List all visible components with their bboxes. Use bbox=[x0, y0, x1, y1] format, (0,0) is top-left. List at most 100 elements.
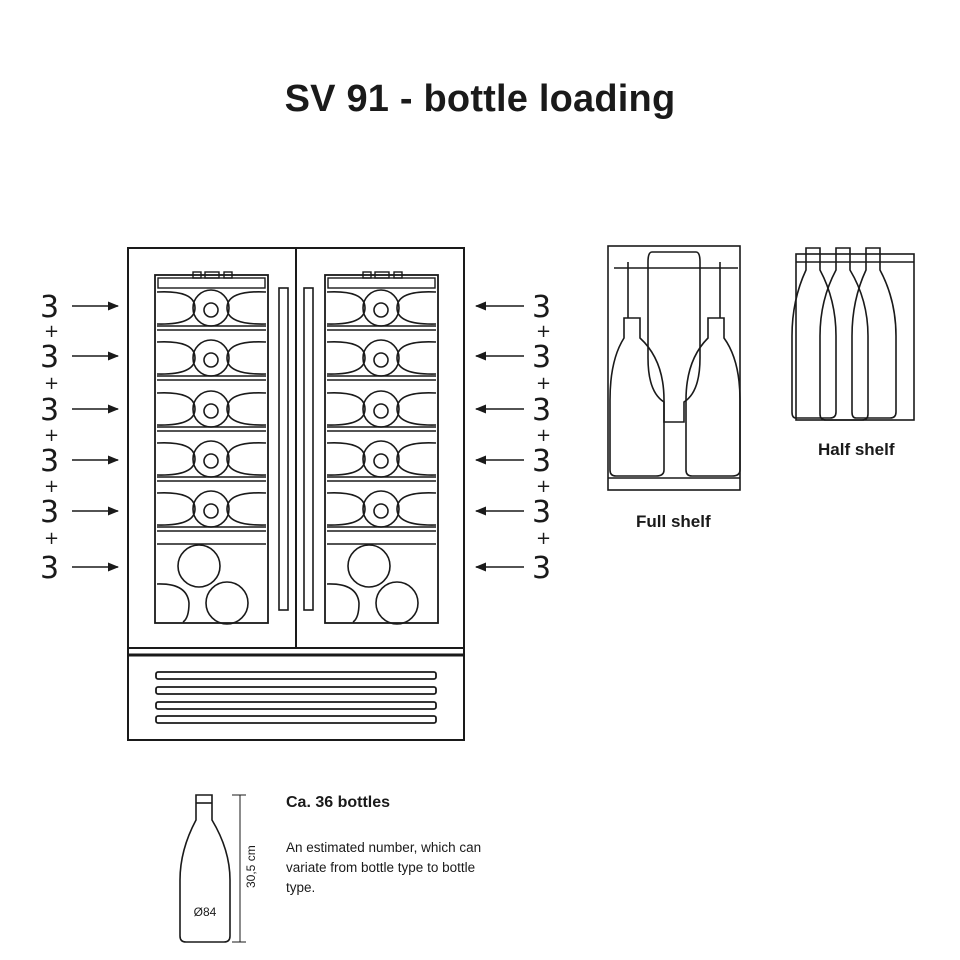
bottle-end bbox=[156, 442, 196, 476]
bottle-end bbox=[205, 581, 249, 625]
left-door-handle bbox=[278, 287, 289, 611]
left-door-window bbox=[154, 274, 269, 624]
bottle-end bbox=[396, 291, 437, 325]
right-plus-sign: + bbox=[536, 373, 551, 394]
bottle-height-label: 30,5 cm bbox=[244, 845, 258, 888]
shelves bbox=[156, 289, 437, 625]
left-plus-sign: + bbox=[44, 528, 59, 549]
bottle-neck bbox=[203, 453, 219, 469]
bottle-end bbox=[375, 581, 419, 625]
left-count-label: 3 bbox=[40, 393, 59, 428]
shelf-row bbox=[156, 440, 267, 482]
right-count-label: 3 bbox=[532, 444, 551, 479]
bottle-end bbox=[362, 289, 400, 327]
page-title: SV 91 - bottle loading bbox=[284, 78, 676, 120]
bottle-end bbox=[362, 490, 400, 528]
bottle-end bbox=[192, 390, 230, 428]
right-plus-sign: + bbox=[536, 321, 551, 342]
left-count-label: 3 bbox=[40, 551, 59, 586]
bottle-neck bbox=[203, 302, 219, 318]
full-shelf-view bbox=[607, 245, 741, 491]
right-plus-sign: + bbox=[536, 425, 551, 446]
bottle-end bbox=[326, 291, 366, 325]
bottle-end bbox=[156, 291, 196, 325]
half-shelf-view bbox=[791, 247, 915, 421]
bottle-diameter-label: Ø84 bbox=[194, 905, 217, 919]
shelf-row bbox=[326, 390, 437, 432]
bottle-end bbox=[226, 341, 267, 375]
bottle-end bbox=[326, 492, 366, 526]
bottle-count: Ca. 36 bottles bbox=[286, 794, 391, 811]
bottle-end bbox=[326, 583, 360, 623]
shelf-row bbox=[326, 490, 437, 532]
bottle-end bbox=[362, 339, 400, 377]
bottle-neck bbox=[203, 503, 219, 519]
shelf-row bbox=[326, 289, 437, 331]
bottle-end bbox=[156, 583, 190, 623]
shelf-row bbox=[326, 440, 437, 482]
bottom-compartment bbox=[156, 543, 266, 625]
shelf-row bbox=[156, 339, 267, 381]
ventilation-grille bbox=[155, 671, 437, 724]
cabinet bbox=[127, 247, 465, 741]
bottle-neck bbox=[373, 503, 389, 519]
bottle-end bbox=[226, 392, 267, 426]
left-count-label: 3 bbox=[40, 290, 59, 325]
bottle-end bbox=[156, 341, 196, 375]
left-count-label: 3 bbox=[40, 340, 59, 375]
bottle-end bbox=[156, 392, 196, 426]
bottle-end bbox=[326, 442, 366, 476]
left-plus-sign: + bbox=[44, 425, 59, 446]
bottle-end bbox=[192, 440, 230, 478]
left-plus-sign: + bbox=[44, 476, 59, 497]
bottle-outline bbox=[179, 794, 231, 943]
right-count-label: 3 bbox=[532, 290, 551, 325]
bottle-end bbox=[226, 442, 267, 476]
bottle-end bbox=[347, 544, 391, 588]
bottle-end bbox=[192, 490, 230, 528]
bottle-neck bbox=[373, 403, 389, 419]
right-count-label: 3 bbox=[532, 393, 551, 428]
bottle-end bbox=[226, 291, 267, 325]
right-plus-sign: + bbox=[536, 528, 551, 549]
right-plus-sign: + bbox=[536, 476, 551, 497]
shelf-row bbox=[156, 390, 267, 432]
bottle-end bbox=[396, 392, 437, 426]
bottle-end bbox=[326, 341, 366, 375]
right-door-handle bbox=[303, 287, 314, 611]
control-panels bbox=[157, 271, 436, 289]
shelf-row bbox=[156, 289, 267, 331]
shelf-row bbox=[156, 490, 267, 532]
left-plus-sign: + bbox=[44, 373, 59, 394]
shelf-row bbox=[326, 339, 437, 381]
bottle-neck bbox=[203, 352, 219, 368]
bottle-note: An estimated number, which can variate f… bbox=[286, 840, 482, 895]
right-count-label: 3 bbox=[532, 495, 551, 530]
bottle-neck bbox=[373, 302, 389, 318]
bottle-end bbox=[192, 339, 230, 377]
bottle-end bbox=[396, 442, 437, 476]
bottle-end bbox=[326, 392, 366, 426]
bottom-compartment bbox=[326, 543, 436, 625]
bottle-end bbox=[156, 492, 196, 526]
bottle-end bbox=[226, 492, 267, 526]
bottle-neck bbox=[203, 403, 219, 419]
bottle-end bbox=[362, 390, 400, 428]
left-count-label: 3 bbox=[40, 495, 59, 530]
bottle-dimension-drawing bbox=[179, 794, 246, 943]
right-door-window bbox=[324, 274, 439, 624]
half-shelf-label: Half shelf bbox=[818, 440, 895, 459]
left-plus-sign: + bbox=[44, 321, 59, 342]
full-shelf-label: Full shelf bbox=[636, 512, 711, 531]
right-count-label: 3 bbox=[532, 551, 551, 586]
bottle-end bbox=[396, 492, 437, 526]
bottle-end bbox=[362, 440, 400, 478]
left-count-label: 3 bbox=[40, 444, 59, 479]
bottle-end bbox=[177, 544, 221, 588]
bottle-neck bbox=[373, 453, 389, 469]
bottle-end bbox=[396, 341, 437, 375]
bottle-neck bbox=[373, 352, 389, 368]
right-count-label: 3 bbox=[532, 340, 551, 375]
